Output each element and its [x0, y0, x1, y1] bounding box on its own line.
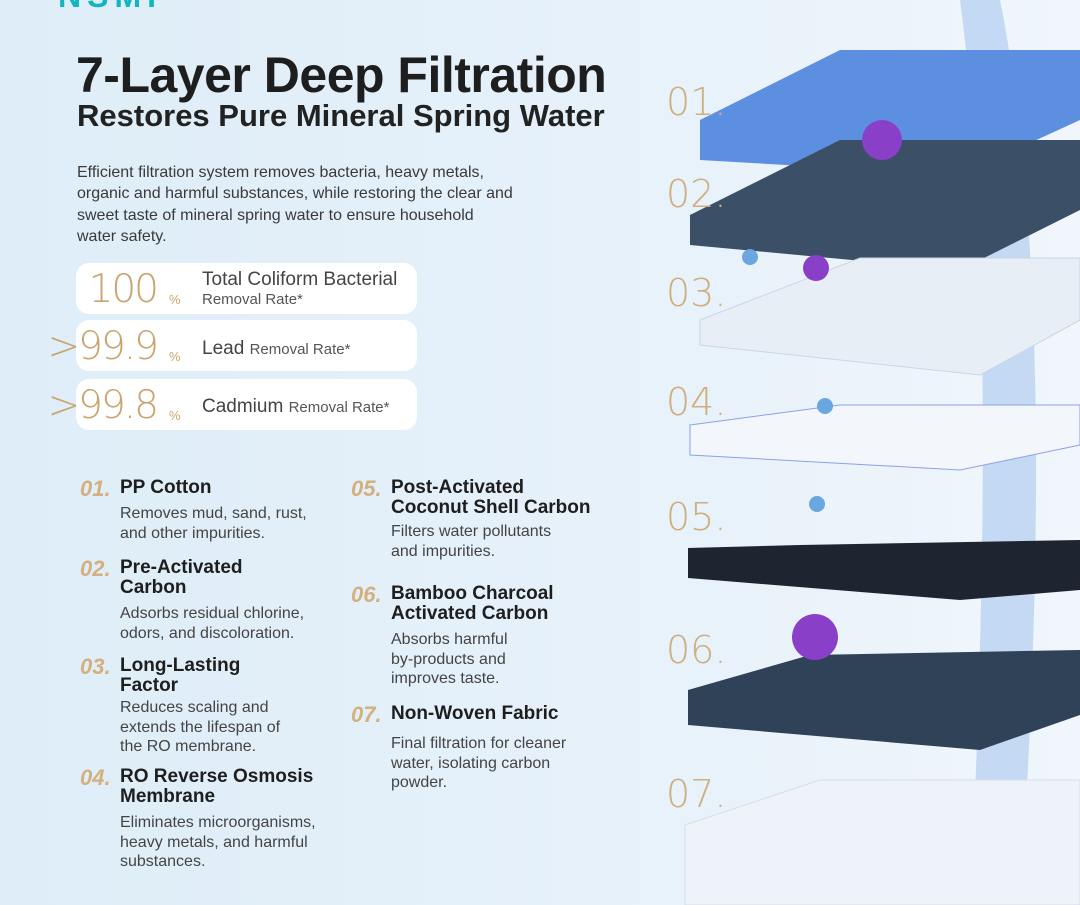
bacteria-icon [792, 614, 838, 660]
layer-label-7: 07. [666, 772, 727, 816]
stat-card-cadmium: >99.8 % Cadmium Removal Rate* [47, 379, 417, 430]
layer-number: 03. [80, 654, 111, 679]
stat-unit: % [169, 349, 181, 364]
layer-ro-membrane [689, 404, 1080, 471]
layer-long-lasting [699, 257, 1080, 376]
layer-desc: Final filtration for cleaner water, isol… [391, 735, 567, 791]
water-droplet-icon [817, 398, 833, 414]
layer-number: 05. [351, 476, 382, 501]
layer-label-3: 03. [666, 271, 727, 315]
layer-number: 01. [80, 476, 111, 501]
layer-title: PP Cotton [120, 477, 212, 498]
layer-non-woven [684, 779, 1080, 905]
page-subtitle: Restores Pure Mineral Spring Water [77, 98, 605, 133]
layer-coconut-carbon [688, 540, 1080, 600]
stat-sub: Removal Rate* [202, 291, 303, 308]
layer-label-4: 04. [666, 380, 727, 424]
layer-label-5: 05. [666, 495, 727, 539]
stat-unit: % [169, 408, 181, 423]
layer-title: Non-Woven Fabric [391, 703, 559, 724]
layer-bamboo-carbon [688, 650, 1080, 750]
layer-title: Post-Activated Coconut Shell Carbon [391, 477, 591, 518]
layer-number: 07. [351, 702, 382, 727]
bacteria-icon [862, 120, 902, 160]
intro-text: Efficient filtration system removes bact… [77, 164, 513, 245]
stat-label: Total Coliform Bacterial [202, 269, 398, 290]
layer-label-6: 06. [666, 628, 727, 672]
stat-card-coliform: 100 % Total Coliform Bacterial Removal R… [76, 263, 417, 314]
layer-title: Long-Lasting Factor [120, 655, 241, 696]
stat-value: >99.9 [47, 324, 159, 369]
layer-desc: Eliminates microorganisms, heavy metals,… [120, 814, 316, 870]
stat-unit: % [169, 292, 181, 307]
stat-value: >99.8 [47, 383, 159, 428]
layer-desc: Removes mud, sand, rust, and other impur… [120, 505, 307, 542]
stat-label: Lead [202, 338, 245, 359]
layer-desc: Filters water pollutants and impurities. [391, 523, 552, 560]
layer-pre-carbon [690, 140, 1080, 270]
layer-desc: Adsorbs residual chlorine, odors, and di… [120, 605, 305, 642]
water-droplet-icon [809, 496, 825, 512]
stat-sub: Removal Rate* [249, 341, 351, 358]
layer-label-2: 02. [666, 172, 727, 216]
bacteria-icon [803, 255, 829, 281]
layer-number: 02. [80, 556, 111, 581]
layer-title: RO Reverse Osmosis Membrane [120, 766, 314, 807]
stat-value: 100 [88, 267, 159, 312]
filter-layers-illustration [684, 0, 1080, 905]
layer-desc: Absorbs harmful by-products and improves… [391, 631, 508, 687]
layer-number: 06. [351, 582, 382, 607]
brand-logo: NSMI [58, 0, 162, 15]
water-droplet-icon [742, 249, 758, 265]
stat-card-lead: >99.9 % Lead Removal Rate* [47, 320, 417, 371]
page-title: 7-Layer Deep Filtration [76, 47, 607, 103]
layer-title: Bamboo Charcoal Activated Carbon [391, 583, 554, 624]
layer-label-1: 01. [666, 80, 727, 124]
layer-number: 04. [80, 765, 111, 790]
layer-title: Pre-Activated Carbon [120, 557, 243, 598]
stat-sub: Removal Rate* [288, 399, 390, 416]
stat-label: Cadmium [202, 396, 284, 417]
layer-desc: Reduces scaling and extends the lifespan… [120, 699, 281, 755]
